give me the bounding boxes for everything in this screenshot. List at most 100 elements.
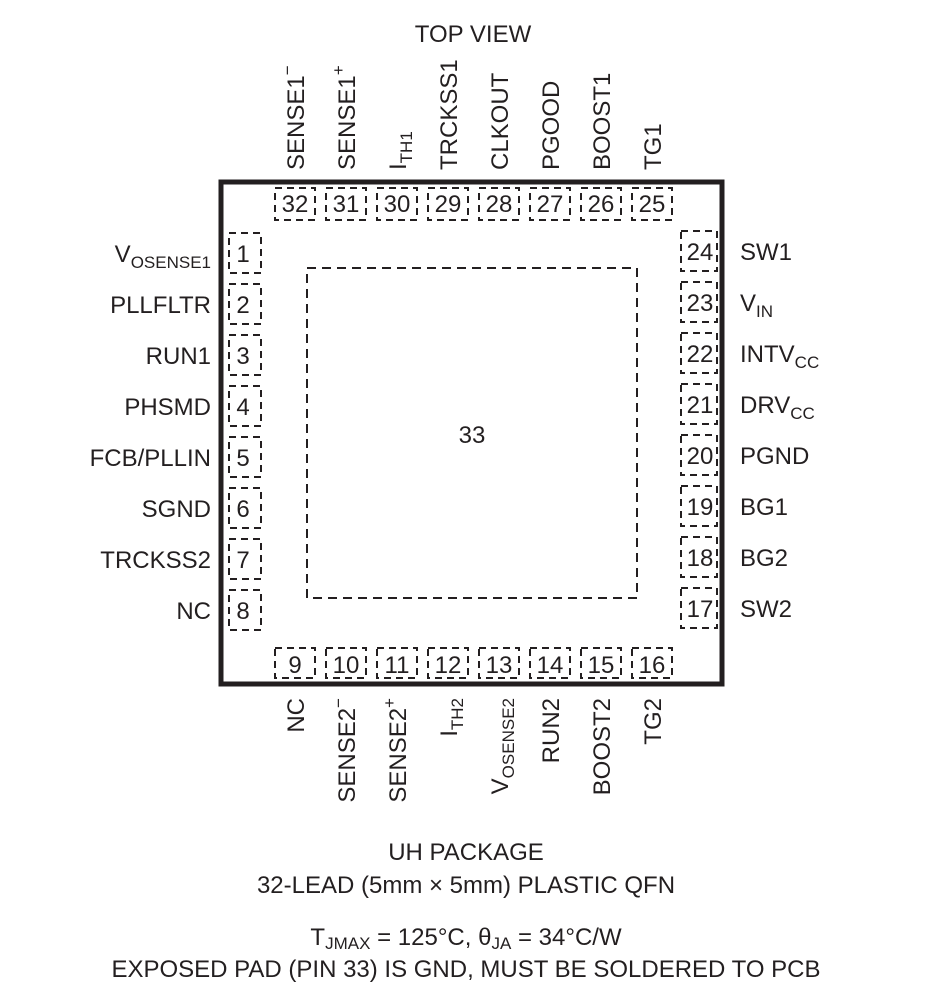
pin-pad-2 (228, 283, 262, 325)
pin-number-23: 23 (687, 290, 714, 317)
pin-pad-16 (631, 647, 673, 679)
pin-number-1: 1 (236, 241, 249, 268)
pins: 1VOSENSE12PLLFLTR3RUN14PHSMD5FCB/PLLIN6S… (90, 59, 820, 802)
pin-label-21: DRVCC (740, 392, 815, 423)
pin-pad-22 (680, 332, 718, 374)
pin-number-10: 10 (333, 652, 360, 679)
pin-pad-13 (478, 647, 520, 679)
pin-label-26: BOOST1 (589, 73, 616, 170)
pin-number-2: 2 (236, 292, 249, 319)
pin-pad-24 (680, 230, 718, 272)
pin-pad-17 (680, 587, 718, 629)
pin-number-25: 25 (639, 191, 666, 218)
pin-pad-23 (680, 281, 718, 323)
pin-number-27: 27 (537, 191, 564, 218)
pin-number-9: 9 (288, 652, 301, 679)
pin-label-22: INTVCC (740, 341, 819, 372)
pin-label-5: FCB/PLLIN (90, 445, 211, 472)
tj-value: = 125°C, (370, 924, 479, 951)
pin-pad-8 (228, 589, 262, 631)
pin-label-20: PGND (740, 443, 809, 470)
pin-number-28: 28 (486, 191, 513, 218)
pin-number-22: 22 (687, 341, 714, 368)
pin-number-4: 4 (236, 394, 249, 421)
pin-pad-15 (580, 647, 622, 679)
pin-pad-4 (228, 385, 262, 427)
thermal-caption: TJMAX = 125°C, θJA = 34°C/W (0, 924, 932, 952)
top-view-title: TOP VIEW (415, 21, 532, 48)
pin-pad-19 (680, 485, 718, 527)
pin-pad-21 (680, 383, 718, 425)
pin-pad-20 (680, 434, 718, 476)
pin-label-13: VOSENSE2 (487, 698, 518, 794)
pin-pad-18 (680, 536, 718, 578)
pin-number-32: 32 (282, 191, 309, 218)
pin-number-7: 7 (236, 547, 249, 574)
pin-label-30: ITH1 (385, 131, 416, 170)
pin-label-9: NC (283, 698, 310, 733)
package-body (218, 179, 725, 687)
pin-number-14: 14 (537, 652, 564, 679)
pin-pad-5 (228, 436, 262, 478)
pin-label-14: RUN2 (538, 698, 565, 763)
pin-number-8: 8 (236, 598, 249, 625)
pin-pad-6 (228, 487, 262, 529)
theta-subscript: JA (491, 934, 512, 953)
pin-label-18: BG2 (740, 545, 788, 572)
exposed-pad-number: 33 (459, 422, 486, 449)
pin-number-11: 11 (385, 652, 410, 679)
pin-label-10: SENSE2− (329, 698, 361, 803)
pin-number-19: 19 (687, 494, 714, 521)
exposed-pad-caption: EXPOSED PAD (PIN 33) IS GND, MUST BE SOL… (111, 956, 821, 983)
theta-value: = 34°C/W (511, 924, 622, 951)
pin-label-4: PHSMD (124, 394, 211, 421)
pin-label-1: VOSENSE1 (115, 241, 211, 272)
pin-number-20: 20 (687, 443, 714, 470)
pin-label-27: PGOOD (538, 81, 565, 170)
pin-label-31: SENSE1+ (329, 65, 361, 170)
pin-label-19: BG1 (740, 494, 788, 521)
pin-pad-7 (228, 538, 262, 580)
pin-label-6: SGND (142, 496, 211, 523)
pin-number-5: 5 (236, 445, 249, 472)
pin-label-17: SW2 (740, 596, 792, 623)
pin-pad-10 (325, 647, 367, 679)
pin-number-29: 29 (435, 191, 462, 218)
pin-pad-9 (274, 647, 316, 679)
pin-number-17: 17 (687, 596, 714, 623)
pin-label-7: TRCKSS2 (100, 547, 211, 574)
pin-pad-1 (228, 232, 262, 274)
pin-number-30: 30 (384, 191, 411, 218)
pin-number-21: 21 (687, 392, 714, 419)
pin-number-12: 12 (435, 652, 462, 679)
pin-number-3: 3 (236, 343, 249, 370)
pin-label-12: ITH2 (436, 698, 467, 737)
pin-pad-11 (376, 647, 418, 679)
pin-label-8: NC (176, 598, 211, 625)
pin-number-13: 13 (486, 652, 513, 679)
pin-label-24: SW1 (740, 239, 792, 266)
pin-pad-12 (427, 647, 469, 679)
pin-number-15: 15 (588, 652, 615, 679)
pin-label-32: SENSE1− (278, 65, 310, 170)
pin-label-11: SENSE2+ (380, 698, 412, 803)
pin-label-25: TG1 (640, 123, 667, 170)
lead-caption: 32-LEAD (5mm × 5mm) PLASTIC QFN (256, 872, 676, 899)
pin-label-23: VIN (740, 290, 773, 321)
theta-symbol: θ (478, 924, 492, 951)
pin-label-15: BOOST2 (589, 698, 616, 795)
pin-pad-3 (228, 334, 262, 376)
pin-label-16: TG2 (640, 698, 667, 745)
pin-number-6: 6 (236, 496, 249, 523)
pin-label-29: TRCKSS1 (436, 59, 463, 170)
tj-symbol: T (310, 924, 326, 951)
pin-number-18: 18 (687, 545, 714, 572)
pin-label-28: CLKOUT (487, 72, 514, 170)
pin-number-24: 24 (687, 239, 714, 266)
pin-number-16: 16 (639, 652, 666, 679)
pin-number-31: 31 (333, 191, 360, 218)
pin-number-26: 26 (588, 191, 615, 218)
pin-label-3: RUN1 (146, 343, 211, 370)
package-caption: UH PACKAGE (388, 839, 544, 866)
